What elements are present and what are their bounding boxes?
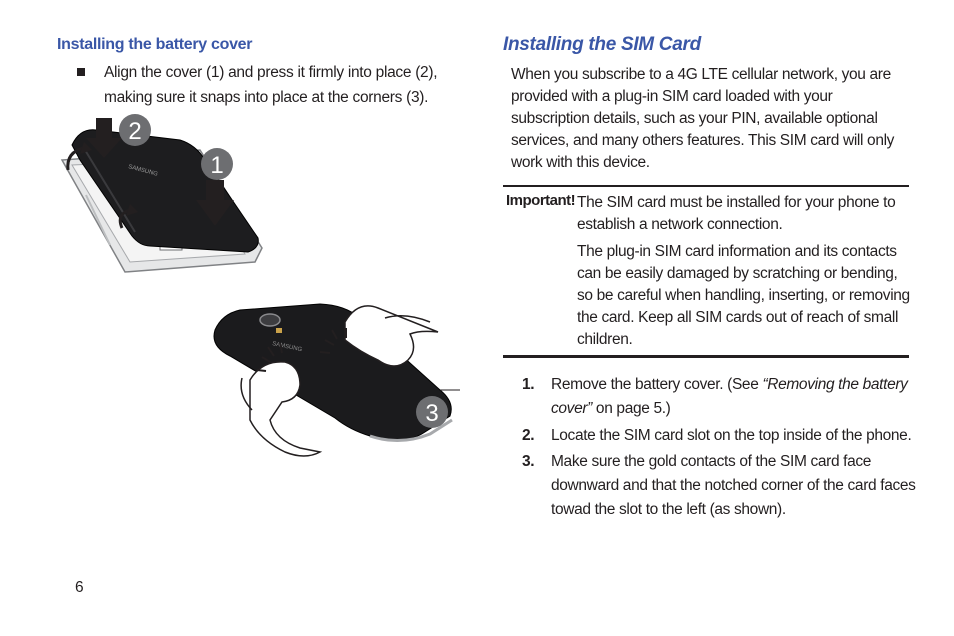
curve-arrow-icon	[66, 146, 85, 171]
svg-text:3: 3	[425, 400, 438, 427]
bullet-marker	[77, 68, 85, 76]
callout-1-icon: 1	[201, 148, 233, 180]
sim-intro-paragraph: When you subscribe to a 4G LTE cellular …	[511, 66, 895, 171]
cross-reference-link[interactable]: “Removing the battery cover”	[551, 376, 908, 417]
important-paragraph-2: The plug-in SIM card information and its…	[577, 243, 910, 348]
down-arrow-icon	[196, 180, 234, 226]
sim-card-section-heading: Installing the SIM Card	[503, 34, 701, 55]
step-text: Make sure the gold contacts of the SIM c…	[551, 453, 916, 518]
step-text: Remove the battery cover. (See “Removing…	[551, 373, 916, 421]
important-paragraph-1: The SIM card must be installed for your …	[577, 194, 896, 233]
important-rule-bottom	[503, 355, 909, 358]
step-text-part: Remove the battery cover. (See	[551, 376, 763, 393]
step-text: Locate the SIM card slot on the top insi…	[551, 427, 912, 444]
important-rule-top	[503, 185, 909, 187]
step-number: 2.	[522, 427, 535, 444]
callout-2-icon: 2	[119, 114, 151, 146]
step-number: 3.	[522, 453, 535, 470]
page-number: 6	[75, 579, 84, 596]
left-section-heading: Installing the battery cover	[57, 36, 253, 53]
bullet-text: Align the cover (1) and press it firmly …	[104, 64, 438, 106]
svg-text:2: 2	[128, 118, 141, 145]
down-arrow-icon	[86, 118, 122, 158]
important-label: Important!	[506, 192, 576, 209]
step-text-part: on page 5.)	[591, 400, 671, 417]
callout-3-icon: 3	[416, 396, 448, 428]
step-number: 1.	[522, 376, 535, 393]
svg-text:1: 1	[210, 152, 223, 179]
hands-drawing	[240, 305, 439, 457]
press-marks-icon	[256, 328, 347, 372]
